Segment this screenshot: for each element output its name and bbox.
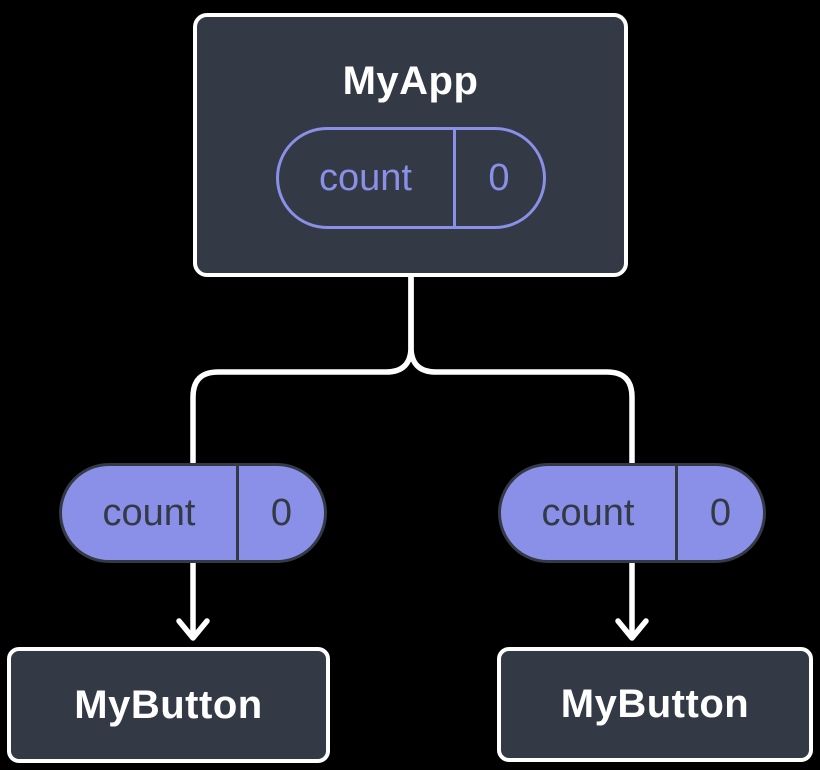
state-pill-value: 0: [488, 157, 510, 199]
arrow-left-head-icon: [176, 618, 210, 641]
component-node-mybutton-left: MyButton: [7, 647, 330, 763]
prop-pill-left: count 0: [59, 463, 327, 563]
state-pill-name: count: [319, 157, 412, 199]
prop-pill-left-value: 0: [270, 492, 293, 534]
wire-parent-to-left-child: [190, 267, 414, 470]
state-pill: count 0: [275, 127, 546, 229]
arrow-left: [176, 553, 210, 641]
arrow-right-head-icon: [615, 618, 649, 641]
state-pill-divider: [452, 130, 456, 226]
component-node-myapp: MyApp count 0: [193, 13, 628, 277]
child-component-title-left: MyButton: [74, 682, 263, 727]
prop-pill-left-divider: [236, 466, 239, 560]
arrow-right: [615, 553, 649, 641]
prop-pill-right-value: 0: [709, 492, 732, 534]
prop-pill-right-divider: [675, 466, 678, 560]
wire-parent-to-right-child: [408, 267, 635, 470]
child-component-title-right: MyButton: [560, 682, 750, 726]
component-node-mybutton-right: MyButton: [497, 647, 813, 762]
parent-component-title: MyApp: [342, 59, 479, 103]
prop-pill-right: count 0: [498, 463, 766, 563]
prop-pill-right-name: count: [541, 492, 635, 534]
prop-pill-left-name: count: [102, 492, 196, 534]
